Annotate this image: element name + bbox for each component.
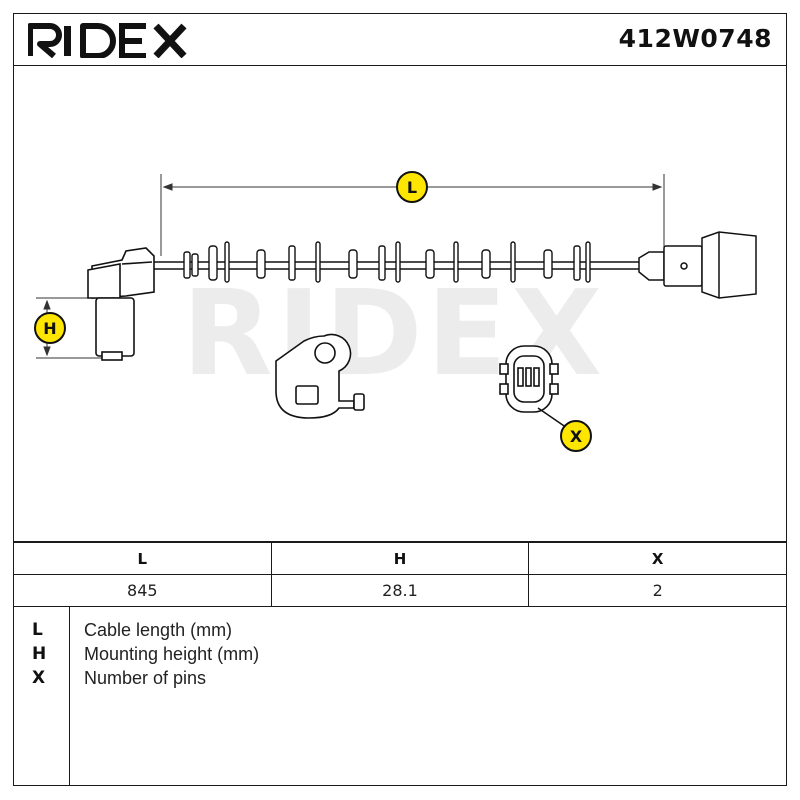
legend-description: Number of pins [84, 668, 207, 688]
ridex-logo [28, 23, 187, 58]
legend-panel: L Cable length (mm) H Mounting height (m… [13, 606, 787, 786]
legend-description: Mounting height (mm) [84, 644, 260, 664]
header-x: X [528, 542, 787, 575]
dimensions-value-row: 845 28.1 2 [13, 574, 787, 607]
length-callout-label: L [407, 178, 417, 197]
height-callout: H [34, 312, 66, 344]
part-number: 412W0748 [618, 24, 772, 53]
dimensions-table: L H X 845 28.1 2 [13, 542, 787, 607]
legend-row: X Number of pins [14, 668, 786, 692]
drawing-canvas: RIDEX L H [34, 171, 757, 452]
sensor-head-drawing [87, 247, 155, 361]
value-h: 28.1 [270, 574, 530, 607]
legend-key: H [32, 644, 47, 664]
height-callout-label: H [43, 319, 56, 338]
value-l: 845 [13, 574, 272, 607]
legend-key: L [32, 620, 43, 640]
pins-callout-label: X [570, 427, 583, 446]
legend-divider [69, 606, 70, 785]
technical-drawing: RIDEX L H [13, 66, 787, 542]
legend-description: Cable length (mm) [84, 620, 233, 640]
sensor-top-view [275, 333, 365, 419]
header-bar: 412W0748 [13, 13, 787, 66]
value-x: 2 [528, 574, 787, 607]
legend-key: X [32, 668, 46, 688]
cable-clips [183, 241, 591, 283]
header-h: H [270, 542, 530, 575]
legend-row: H Mounting height (mm) [14, 644, 786, 668]
length-callout: L [396, 171, 428, 203]
legend-row: L Cable length (mm) [14, 620, 786, 644]
pins-callout: X [560, 420, 592, 452]
connector-plug-drawing [638, 231, 757, 299]
dimensions-header-row: L H X [13, 542, 787, 575]
header-l: L [13, 542, 272, 575]
connector-face-view [499, 345, 559, 413]
